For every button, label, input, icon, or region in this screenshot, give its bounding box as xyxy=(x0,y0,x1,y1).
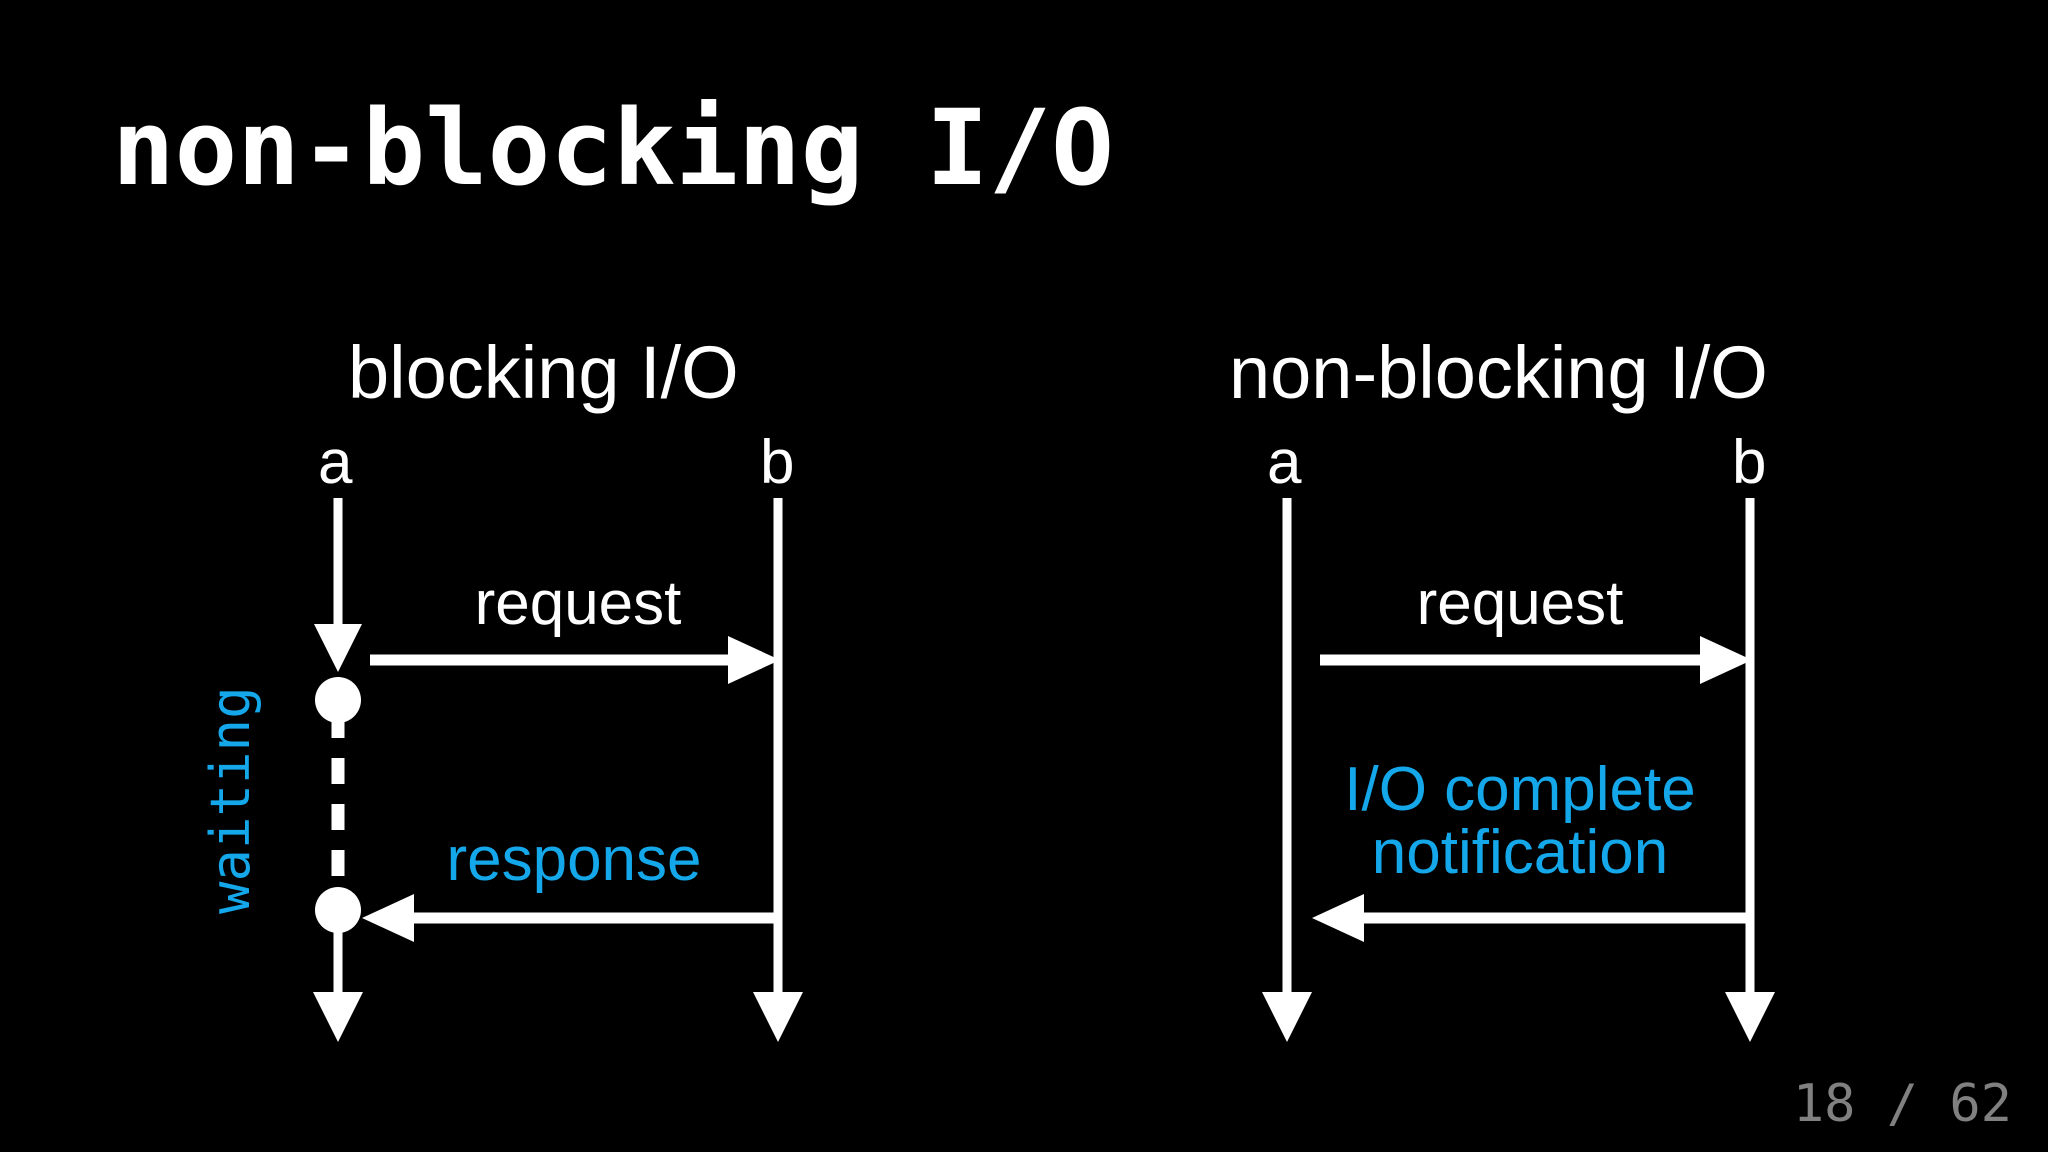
message-label-request-blocking: request xyxy=(474,569,682,638)
message-arrow-notification xyxy=(1312,894,1750,942)
page-number: 18 / 62 xyxy=(1792,1074,2012,1134)
message-arrow-request-non-blocking xyxy=(1320,636,1752,684)
panel-heading-non-blocking: non-blocking I/O xyxy=(1229,331,1768,414)
page-title: non-blocking I/O xyxy=(112,87,1114,209)
panel-non-blocking-io: non-blocking I/O a b request I/O complet… xyxy=(1100,0,2048,1152)
actor-label-a-non-blocking: a xyxy=(1267,428,1302,497)
actor-label-b-non-blocking: b xyxy=(1732,428,1767,497)
actor-label-b-blocking: b xyxy=(760,428,795,497)
panel-blocking-io: blocking I/O a b waiting request respons… xyxy=(199,331,803,1042)
message-label-notification: I/O complete notification xyxy=(1344,755,1696,888)
actor-label-a-blocking: a xyxy=(318,428,353,497)
panel-heading-blocking: blocking I/O xyxy=(348,331,739,414)
message-arrow-request-blocking xyxy=(370,636,780,684)
lifeline-a-blocking xyxy=(313,498,363,1042)
lifeline-b-blocking xyxy=(753,498,803,1042)
annotation-waiting: waiting xyxy=(199,686,262,914)
message-label-request-non-blocking: request xyxy=(1416,569,1624,638)
message-label-response-blocking: response xyxy=(446,825,702,894)
message-arrow-response-blocking xyxy=(362,894,778,942)
